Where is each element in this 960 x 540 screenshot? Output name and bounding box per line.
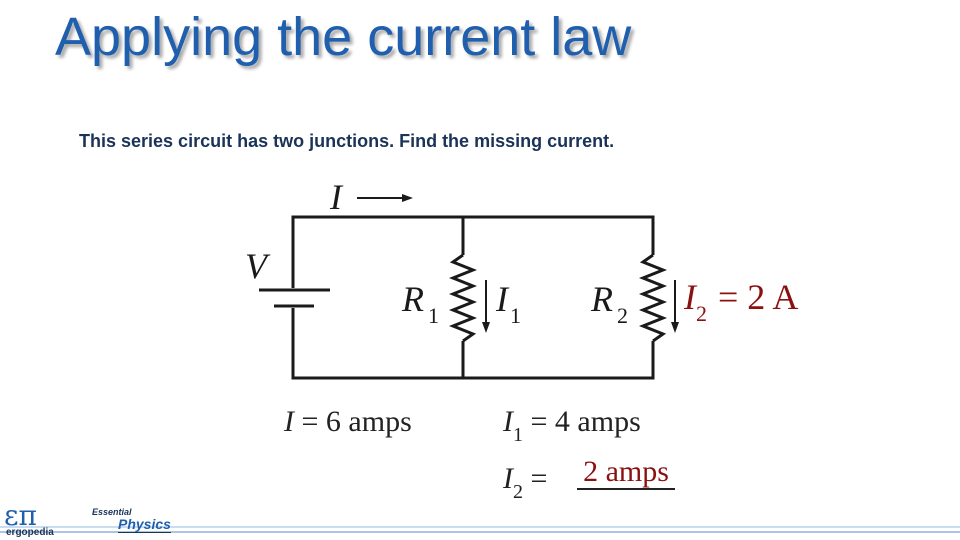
top-wire	[291, 215, 655, 288]
i1-subscript: 1	[510, 303, 521, 328]
i2-arrow-head	[671, 322, 679, 333]
answer-blank: 2 amps	[577, 456, 675, 490]
eq3-variable: I	[503, 462, 513, 495]
bottom-wire	[291, 308, 655, 380]
ergopedia-logo-text: ergopedia	[6, 527, 54, 538]
source-current-label: I	[329, 177, 344, 217]
brand-physics: Physics	[118, 516, 171, 533]
equation-total-current: I = 6 amps	[284, 405, 412, 439]
eq3-subscript: 2	[513, 481, 523, 503]
i2-value: = 2 A	[718, 277, 798, 317]
footer-rule-bottom	[0, 531, 960, 533]
eq2-value: = 4 amps	[530, 405, 641, 438]
brand-essential: Essential	[92, 507, 132, 517]
eq3-equals: =	[530, 462, 548, 495]
i1-label: I	[495, 279, 510, 319]
r1-subscript: 1	[428, 303, 439, 328]
eq2-variable: I	[503, 405, 513, 438]
equation-i1: I1 = 4 amps	[503, 405, 641, 447]
i2-subscript: 2	[696, 301, 707, 326]
i2-label: I	[683, 277, 698, 317]
footer-rule-top	[0, 526, 960, 528]
ergopedia-logo-icon: επ	[4, 499, 37, 532]
slide-title: Applying the current law	[55, 7, 632, 67]
i1-arrow-head	[482, 322, 490, 333]
circuit-wires	[291, 215, 668, 380]
eq2-subscript: 1	[513, 424, 523, 446]
r2-label: R	[590, 279, 613, 319]
battery-voltage-label: V	[245, 246, 271, 286]
eq1-variable: I	[284, 405, 294, 438]
source-arrow-head	[402, 194, 413, 202]
r2-subscript: 2	[617, 303, 628, 328]
resistor-r1	[448, 253, 478, 343]
equation-i2: I2 =	[503, 462, 547, 504]
r1-label: R	[401, 279, 424, 319]
resistor-r2	[638, 253, 668, 343]
problem-statement: This series circuit has two junctions. F…	[79, 131, 615, 151]
eq1-value: = 6 amps	[301, 405, 412, 438]
